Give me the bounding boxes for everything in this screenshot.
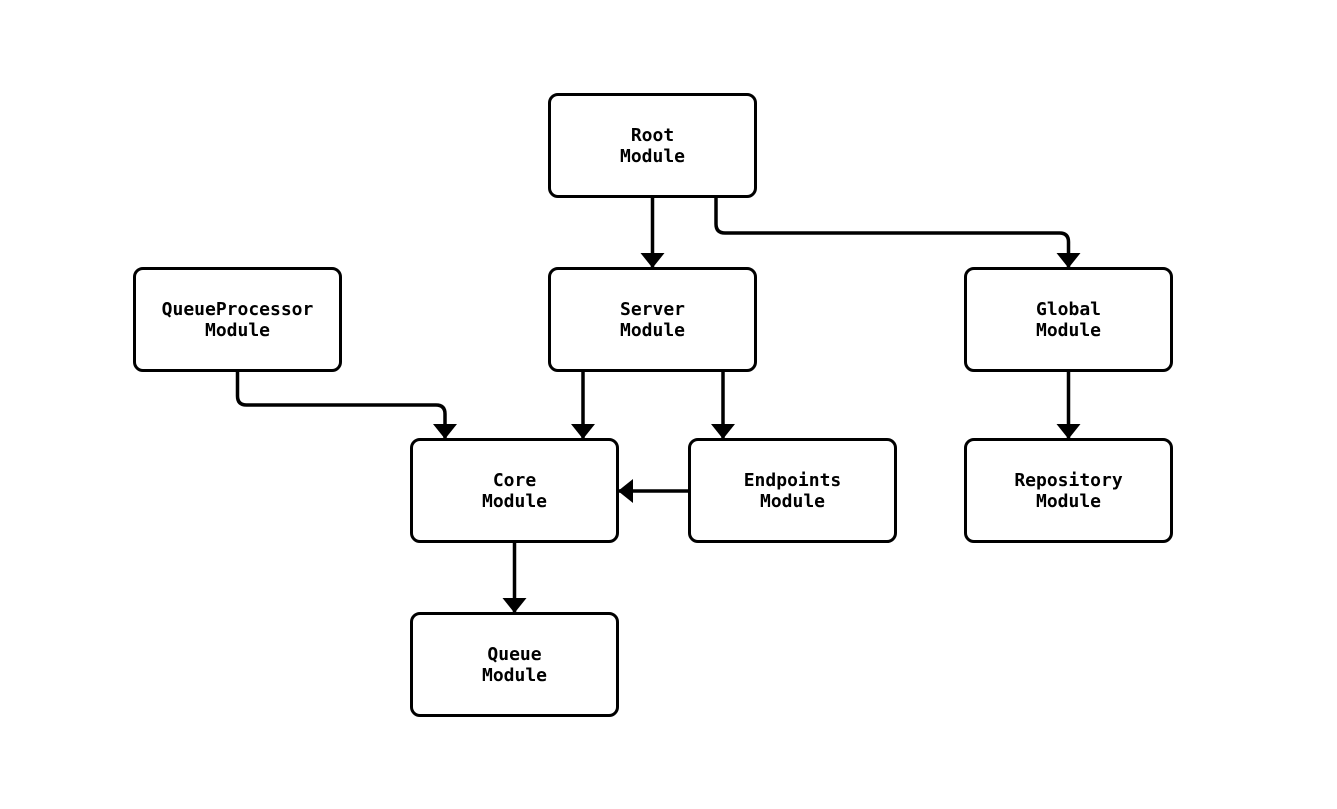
node-repository-module: Repository Module (964, 438, 1173, 543)
node-server-module: Server Module (548, 267, 757, 372)
node-endpoints-label-line2: Module (759, 490, 826, 512)
node-endpoints-module: Endpoints Module (688, 438, 897, 543)
node-root-label-line1: Root (630, 124, 675, 146)
node-global-label-line2: Module (1035, 319, 1102, 341)
node-global-label-line1: Global (1035, 298, 1102, 320)
node-global-module: Global Module (964, 267, 1173, 372)
node-queueprocessor-module: QueueProcessor Module (133, 267, 342, 372)
node-queue-label-line1: Queue (487, 643, 542, 665)
node-endpoints-label-line1: Endpoints (743, 469, 842, 491)
node-queue-module: Queue Module (410, 612, 619, 717)
node-core-label-line2: Module (481, 490, 548, 512)
node-core-module: Core Module (410, 438, 619, 543)
node-core-label-line1: Core (492, 469, 537, 491)
node-server-label-line1: Server (619, 298, 686, 320)
node-queueprocessor-label-line2: Module (204, 319, 271, 341)
node-root-label-line2: Module (619, 145, 686, 167)
edge-queueprocessor-to-core (235, 372, 457, 439)
node-repository-label-line2: Module (1035, 490, 1102, 512)
node-repository-label-line1: Repository (1014, 469, 1123, 491)
node-root-module: Root Module (548, 93, 757, 198)
node-queueprocessor-label-line1: QueueProcessor (161, 298, 314, 320)
node-server-label-line2: Module (619, 319, 686, 341)
node-queue-label-line2: Module (481, 664, 548, 686)
edge-root-to-global (714, 198, 1081, 268)
